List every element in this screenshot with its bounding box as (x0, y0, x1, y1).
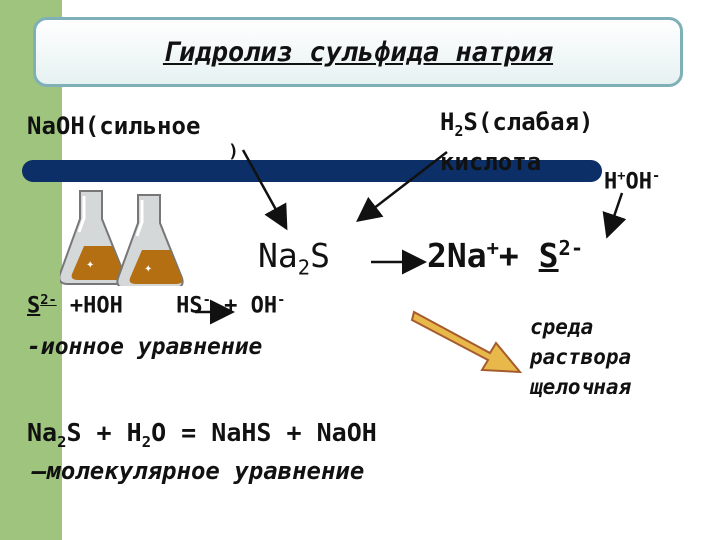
na-ion: 2Na (427, 236, 487, 275)
h-charge: + (617, 168, 626, 184)
mol-sub1: 2 (57, 433, 67, 451)
dissociation-products: 2Na++ S2- (427, 236, 583, 275)
arrow-to-medium (410, 310, 523, 374)
arrow-naoh-to-na2s (241, 149, 288, 231)
mol-na: Na (27, 418, 58, 447)
plus-sign: + (498, 236, 539, 275)
na2s-sub: 2 (297, 255, 311, 280)
s-charge: 2- (558, 236, 584, 260)
naoh-text: NaOH(сильное (27, 112, 201, 140)
na2s-na: Na (258, 236, 298, 275)
medium-line1: среда (530, 315, 594, 339)
ionic-s-charge: 2- (40, 292, 57, 308)
divider-bar (22, 160, 602, 182)
molecular-equation: Na2S + H2O = NaHS + NaOH (27, 418, 377, 451)
medium-line3: щелочная (530, 375, 632, 399)
ionic-oh: + OH (210, 293, 278, 319)
na2s-s: S (310, 236, 330, 275)
na2s-formula: Na2S (258, 236, 330, 280)
s-ion: S (538, 236, 559, 275)
h-ion: H (604, 169, 618, 195)
medium-line2: раствора (530, 345, 632, 369)
ionic-oh-charge: - (277, 292, 286, 308)
medium-text: среда раствора щелочная (530, 312, 631, 402)
h2s-acid: кислота (440, 148, 542, 176)
ionic-hoh: +HOH (56, 293, 137, 319)
ionic-equation: S2- +HOH HS- + OH- (27, 292, 285, 318)
naoh-label: NaOH(сильное (27, 112, 200, 140)
ionic-caption: -ионное уравнение (27, 334, 262, 360)
oh-charge: - (651, 168, 661, 184)
mol-rest: O = NaHS + NaOH (151, 418, 377, 447)
svg-text:✦: ✦ (144, 264, 152, 275)
mol-mid: S + H (66, 418, 142, 447)
molecular-caption: –молекулярное уравнение (32, 457, 364, 485)
na-charge: + (486, 236, 499, 260)
ionic-hs-charge: - (202, 292, 211, 308)
h2s-sub: 2 (454, 121, 464, 140)
arrow-hoh-to-s (602, 192, 627, 239)
h2s-line2: кислота (440, 148, 541, 176)
h2s-label: H2S(слабая) (440, 108, 593, 140)
molecular-caption-text: –молекулярное уравнение (32, 457, 365, 485)
naoh-tail-text: ) (228, 141, 239, 162)
flask-icon: ✦ ✦ (60, 190, 184, 286)
arrow-h2s-to-na2s (356, 151, 448, 223)
naoh-tail: ) (228, 141, 239, 162)
ionic-s: S (27, 293, 41, 319)
svg-text:✦: ✦ (86, 260, 94, 271)
h2s-h: H (440, 108, 455, 136)
title-box: Гидролиз сульфида натрия (33, 17, 683, 87)
slide-title: Гидролиз сульфида натрия (162, 36, 554, 68)
oh-ion: OH (625, 169, 652, 195)
h2s-rest: S(слабая) (463, 108, 594, 136)
ionic-hs: HS (176, 293, 203, 319)
ionic-caption-text: -ионное уравнение (27, 334, 263, 360)
mol-sub2: 2 (141, 433, 152, 451)
left-accent-bar (0, 0, 62, 540)
hoh-ions: H+OH- (604, 168, 660, 194)
